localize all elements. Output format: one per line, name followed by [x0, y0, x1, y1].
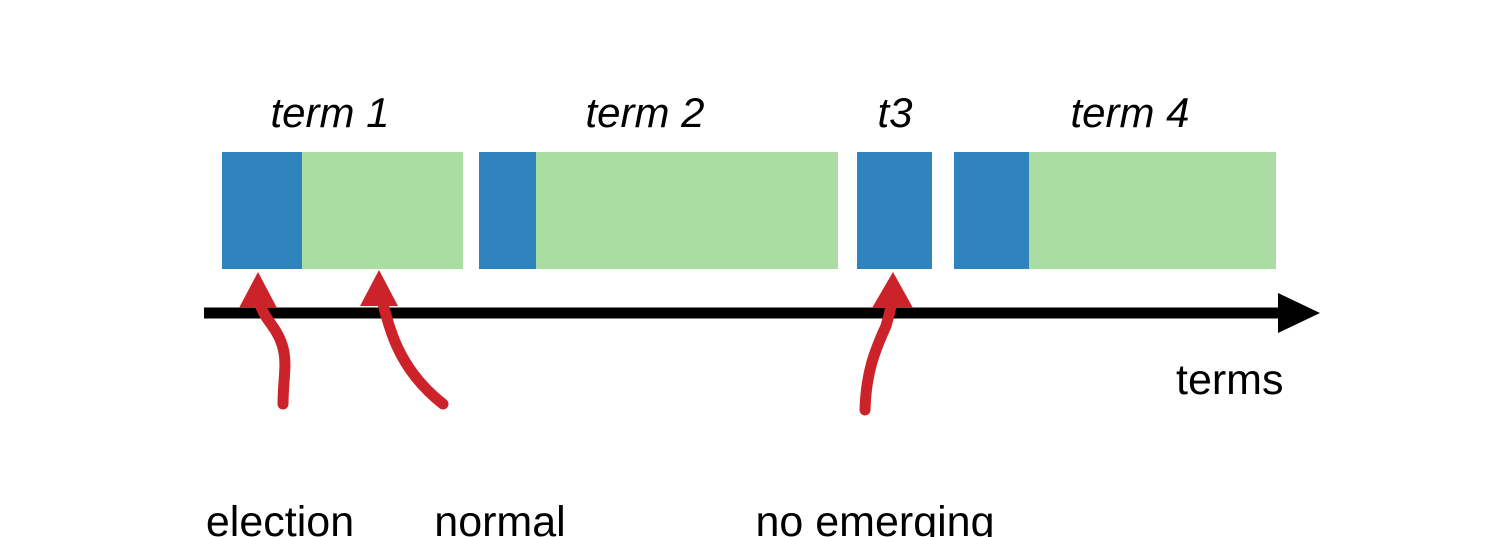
- term-label-1: term 1: [270, 89, 390, 136]
- no-emerging-leader-callout-arrow-icon: [859, 272, 913, 416]
- term-label-2: term 2: [585, 89, 705, 136]
- normal-operation-segment-term-4: [1029, 152, 1276, 269]
- term-bar-4: [954, 152, 1276, 269]
- axis-label-terms: terms: [1176, 356, 1284, 404]
- term-bar-2: [479, 152, 838, 269]
- callout-no-emerging-leader-line1: no emerging: [755, 497, 995, 537]
- callout-election-line1: election: [205, 497, 355, 537]
- callout-election: election: [120, 406, 440, 537]
- callout-normal-operation-line1: normal: [434, 497, 566, 537]
- term-bar-3: [857, 152, 932, 269]
- normal-operation-callout-arrow-icon: [360, 270, 449, 410]
- normal-operation-segment-term-2: [536, 152, 838, 269]
- election-segment-term-4: [954, 152, 1029, 269]
- term-bar-1: [222, 152, 463, 269]
- election-callout-arrow-icon: [239, 272, 291, 410]
- term-label-3: t3: [877, 89, 913, 136]
- election-segment-term-2: [479, 152, 536, 269]
- election-segment-term-3: [857, 152, 932, 269]
- normal-operation-segment-term-1: [302, 152, 463, 269]
- election-segment-term-1: [222, 152, 302, 269]
- callout-normal-operation: normal operation: [340, 406, 660, 537]
- term-label-4: term 4: [1070, 89, 1190, 136]
- callout-no-emerging-leader: no emerging leader: [715, 406, 1035, 537]
